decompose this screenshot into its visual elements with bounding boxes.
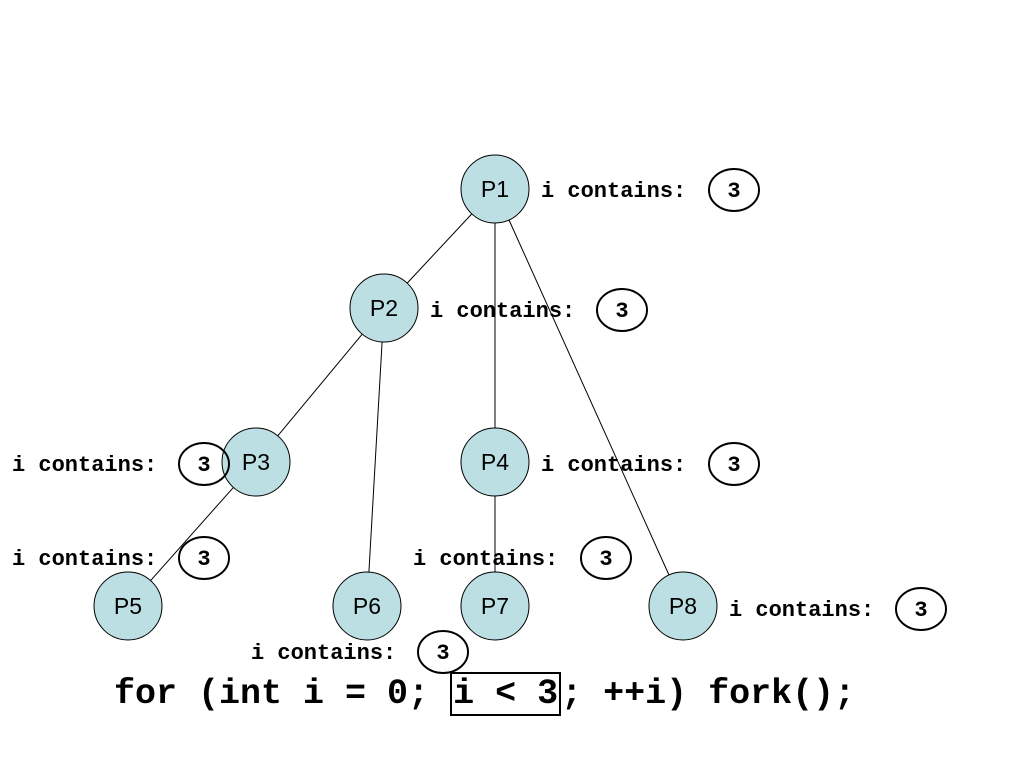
- process-circle: [93, 571, 163, 641]
- i-value-ellipse: [178, 536, 230, 580]
- process-circle: [460, 427, 530, 497]
- i-value-ellipse: [178, 442, 230, 486]
- for-loop-code: for (int i = 0; i < 3; ++i) fork();: [114, 672, 855, 716]
- process-label: P4: [481, 449, 509, 475]
- i-annotation-p5: i contains: 3: [12, 536, 230, 580]
- process-circle: [332, 571, 402, 641]
- process-node-p8: P8: [648, 571, 718, 641]
- i-annotation-p3: i contains: 3: [12, 442, 230, 486]
- i-annotation-p8: i contains: 3: [729, 587, 947, 631]
- process-circle: [460, 571, 530, 641]
- edge-p1-p2: [406, 213, 473, 284]
- i-value-ellipse: [895, 587, 947, 631]
- i-contains-label: i contains:: [541, 453, 686, 478]
- i-contains-label: i contains:: [251, 641, 396, 666]
- process-label: P6: [353, 593, 381, 619]
- edge-p2-p3: [277, 333, 363, 437]
- edge-p1-p8: [508, 219, 670, 576]
- i-annotation-p4: i contains: 3: [541, 442, 760, 486]
- i-contains-label: i contains:: [413, 547, 558, 572]
- process-node-p4: P4: [460, 427, 530, 497]
- edge-p3-p5: [150, 487, 234, 581]
- edges-layer: [150, 213, 670, 581]
- i-value-ellipse: [417, 630, 469, 674]
- process-label: P2: [370, 295, 398, 321]
- loop-condition-box: i < 3: [450, 672, 562, 716]
- code-prefix: for (int i = 0;: [114, 674, 451, 714]
- i-value: 3: [615, 299, 628, 324]
- i-contains-label: i contains:: [12, 453, 157, 478]
- process-label: P1: [481, 176, 509, 202]
- i-annotation-p6: i contains: 3: [251, 630, 469, 674]
- i-contains-label: i contains:: [541, 179, 686, 204]
- i-value-ellipse: [580, 536, 632, 580]
- i-contains-label: i contains:: [12, 547, 157, 572]
- process-node-p6: P6: [332, 571, 402, 641]
- edge-p2-p6: [368, 341, 383, 573]
- process-label: P5: [114, 593, 142, 619]
- i-annotation-p7: i contains: 3: [413, 536, 632, 580]
- i-contains-label: i contains:: [729, 598, 874, 623]
- i-value: 3: [727, 453, 740, 478]
- i-contains-label: i contains:: [430, 299, 575, 324]
- process-node-p2: P2: [349, 273, 419, 343]
- i-value-ellipse: [596, 288, 648, 332]
- process-node-p5: P5: [93, 571, 163, 641]
- process-node-p7: P7: [460, 571, 530, 641]
- i-value: 3: [436, 641, 449, 666]
- process-label: P8: [669, 593, 697, 619]
- process-label: P3: [242, 449, 270, 475]
- i-value: 3: [197, 547, 210, 572]
- i-value-ellipse: [708, 168, 760, 212]
- code-suffix: ; ++i) fork();: [561, 674, 856, 714]
- process-circle: [221, 427, 291, 497]
- i-value-ellipse: [708, 442, 760, 486]
- i-annotation-p2: i contains: 3: [430, 288, 648, 332]
- process-circle: [460, 154, 530, 224]
- i-value: 3: [914, 598, 927, 623]
- process-label: P7: [481, 593, 509, 619]
- process-node-p1: P1: [460, 154, 530, 224]
- i-annotation-p1: i contains: 3: [541, 168, 760, 212]
- process-circle: [349, 273, 419, 343]
- process-node-p3: P3: [221, 427, 291, 497]
- i-value: 3: [727, 179, 740, 204]
- process-circle: [648, 571, 718, 641]
- i-value: 3: [599, 547, 612, 572]
- i-value: 3: [197, 453, 210, 478]
